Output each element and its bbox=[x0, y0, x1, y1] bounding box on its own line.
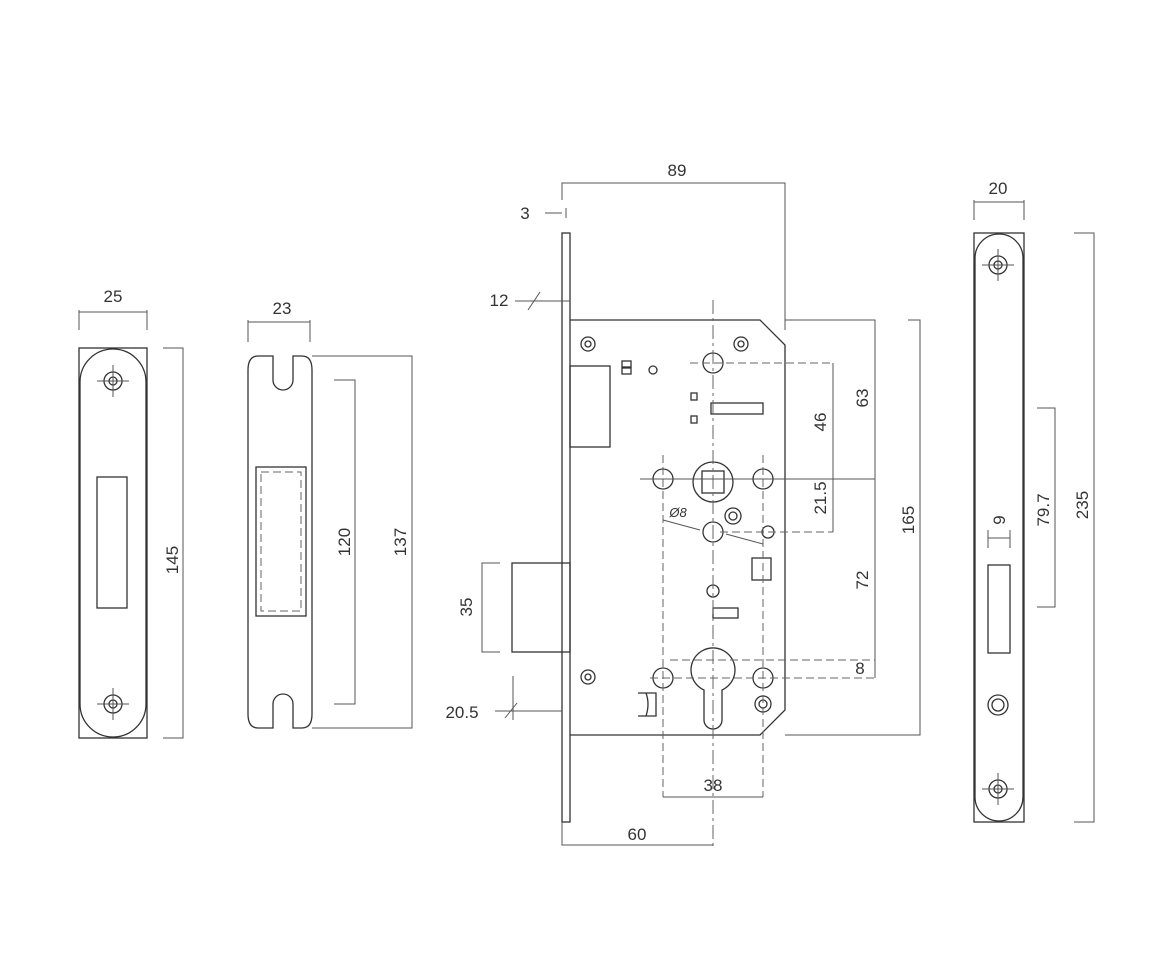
dim-strike-box-height: 137 bbox=[391, 528, 410, 556]
dim-overall-width: 89 bbox=[668, 161, 687, 180]
dim-faceplate-thickness: 3 bbox=[520, 204, 529, 223]
dim-slot-width: 9 bbox=[990, 515, 1009, 524]
dim-bottom-offset: 20.5 bbox=[445, 703, 478, 722]
dim-body-height: 165 bbox=[899, 506, 918, 534]
dim-hole-spacing: 38 bbox=[704, 776, 723, 795]
dim-spindle-to-top-holes: 46 bbox=[811, 413, 830, 432]
dim-strike-flat-height: 145 bbox=[163, 546, 182, 574]
dim-strike-flat-width: 25 bbox=[104, 287, 123, 306]
deadbolt bbox=[511, 562, 571, 653]
dim-centre-distance: 72 bbox=[853, 571, 872, 590]
dim-backset: 60 bbox=[628, 825, 647, 844]
box-strike-plate bbox=[247, 320, 413, 729]
dim-cylinder-offset: 8 bbox=[855, 659, 864, 678]
dim-deadbolt-height: 35 bbox=[457, 598, 476, 617]
screw-hole-icon bbox=[97, 365, 129, 397]
lock-faceplate bbox=[973, 200, 1095, 823]
latch bbox=[569, 365, 611, 448]
flat-strike-plate bbox=[78, 310, 184, 739]
screw-hole-icon bbox=[982, 773, 1014, 805]
dim-strike-box-width: 23 bbox=[273, 299, 292, 318]
dim-spindle-to-hole: 21.5 bbox=[811, 481, 830, 514]
dim-top-offset: 12 bbox=[490, 291, 509, 310]
dim-spindle-to-top: 63 bbox=[853, 389, 872, 408]
dim-hole-diameter: Ø8 bbox=[668, 505, 687, 520]
mortise-lock-body bbox=[481, 182, 921, 848]
cylinder-keyhole bbox=[690, 647, 736, 730]
screw-hole-icon bbox=[982, 249, 1014, 281]
dim-faceplate-height: 235 bbox=[1073, 491, 1092, 519]
screw-hole-icon bbox=[97, 688, 129, 720]
dim-strike-box-inner-height: 120 bbox=[335, 528, 354, 556]
dim-slot-height: 79.7 bbox=[1034, 493, 1053, 526]
dim-faceplate-width: 20 bbox=[989, 179, 1008, 198]
